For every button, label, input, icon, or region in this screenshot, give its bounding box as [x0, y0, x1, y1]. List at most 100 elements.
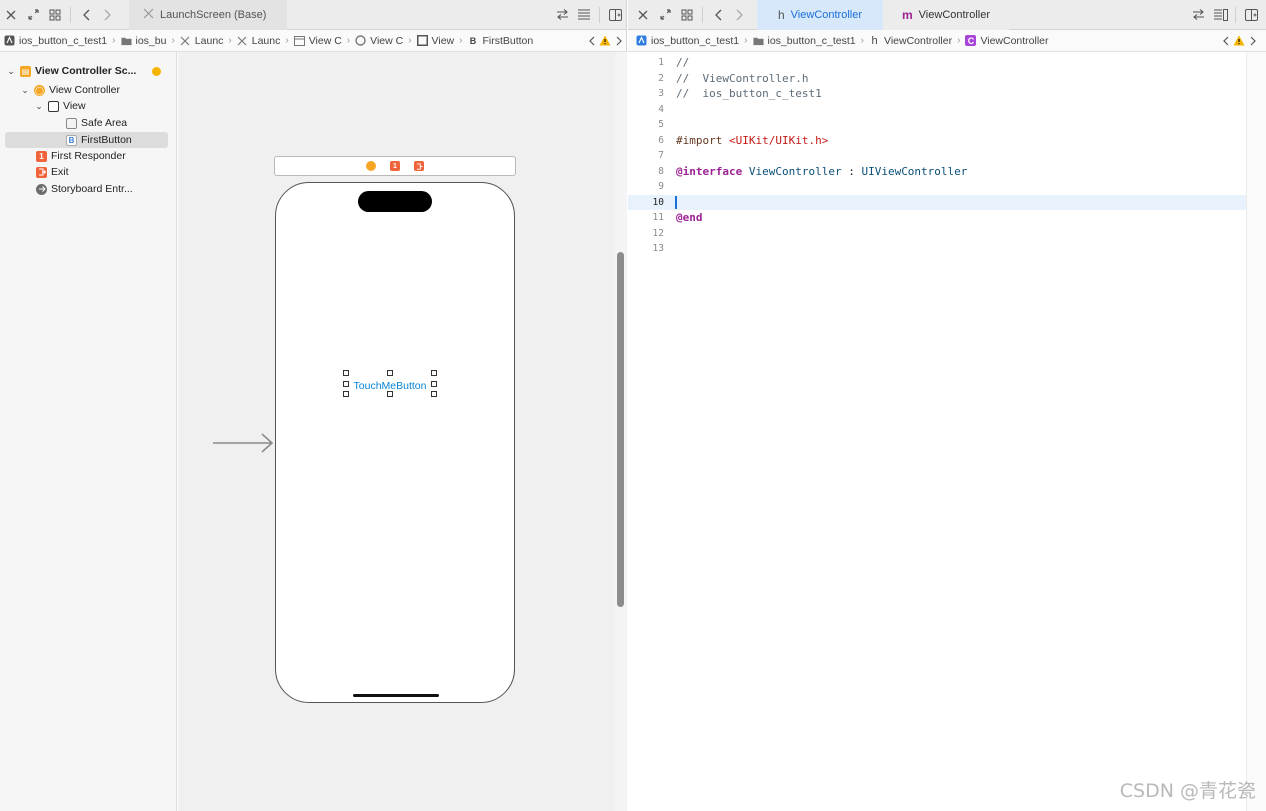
crumb-chevron-icon: ›: [860, 35, 864, 46]
crumb-folder[interactable]: ios_button_c_test1: [750, 35, 859, 47]
first-responder-icon: 1: [36, 150, 47, 162]
source-text-view[interactable]: 1 // 2 // ViewController.h 3 // ios_butt…: [628, 52, 1246, 811]
current-code-line[interactable]: 10: [628, 194, 1246, 210]
crumb-project[interactable]: ios_button_c_test1: [628, 35, 742, 47]
crumb-header-file[interactable]: h ViewController: [866, 35, 955, 47]
interface-builder-canvas[interactable]: 1 TouchMeButton: [178, 52, 615, 811]
scene-icon: ▤: [20, 65, 31, 77]
swap-arrows-icon[interactable]: [551, 4, 573, 26]
code-line[interactable]: 12: [628, 226, 1246, 242]
iphone-scene-view[interactable]: TouchMeButton: [275, 182, 515, 703]
code-line[interactable]: 6 #import <UIKit/UIKit.h>: [628, 133, 1246, 149]
back-chevron-icon[interactable]: [75, 4, 97, 26]
crumb-label: ios_button_c_test1: [19, 34, 108, 47]
related-items-grid-icon[interactable]: [44, 4, 66, 26]
disclosure-chevron-icon[interactable]: ⌄: [35, 100, 43, 111]
view-controller-icon[interactable]: [366, 161, 376, 171]
crumb-folder[interactable]: ios_bu: [118, 35, 170, 47]
crumb-label: Launc: [194, 34, 224, 47]
watermark: CSDN @青花瓷: [1119, 780, 1256, 802]
crumb-label: View C: [308, 34, 342, 47]
view-controller-icon: ◯: [34, 84, 45, 96]
tab-launchscreen[interactable]: LaunchScreen (Base): [129, 0, 287, 30]
import-path: <UIKit/UIKit.h>: [728, 133, 829, 147]
keyword: @interface: [676, 164, 743, 178]
touch-me-button[interactable]: TouchMeButton: [346, 376, 434, 396]
crumb-label: ios_bu: [135, 34, 167, 47]
crumb-class[interactable]: C ViewController: [962, 35, 1051, 47]
storyboard-entry-arrow-icon[interactable]: [212, 432, 274, 454]
add-editor-icon[interactable]: [604, 4, 626, 26]
resize-handle[interactable]: [431, 370, 437, 376]
editor-options-icon[interactable]: [1209, 4, 1231, 26]
code-line[interactable]: 1 //: [628, 55, 1246, 71]
issue-back-chevron-icon[interactable]: [1218, 30, 1232, 51]
code-vertical-scrollbar[interactable]: [1246, 52, 1266, 811]
issue-forward-chevron-icon[interactable]: [612, 30, 626, 51]
canvas-vertical-scrollbar[interactable]: [615, 52, 627, 811]
code-line[interactable]: 7: [628, 148, 1246, 164]
toolbar-separator: [1235, 6, 1236, 23]
add-editor-icon[interactable]: [1240, 4, 1262, 26]
code-line[interactable]: 13: [628, 241, 1246, 257]
code-line[interactable]: 4: [628, 102, 1246, 118]
crumb-scene[interactable]: View C: [291, 35, 345, 47]
resize-handle[interactable]: [343, 381, 349, 387]
resize-handle[interactable]: [343, 391, 349, 397]
crumb-launch-file[interactable]: Launc: [177, 35, 227, 47]
related-items-grid-icon[interactable]: [676, 4, 698, 26]
crumb-launch-base[interactable]: Launc: [234, 35, 284, 47]
code-line[interactable]: 3 // ios_button_c_test1: [628, 86, 1246, 102]
code-line[interactable]: 9: [628, 179, 1246, 195]
preprocessor-directive: #import: [676, 133, 729, 147]
tab-viewcontroller-h[interactable]: h ViewController: [757, 0, 883, 30]
tab-label: LaunchScreen (Base): [160, 8, 267, 21]
disclosure-chevron-icon[interactable]: ⌄: [21, 84, 29, 95]
resize-handle[interactable]: [431, 381, 437, 387]
code-line[interactable]: 11 @end: [628, 210, 1246, 226]
outline-item-first-responder[interactable]: 1 First Responder: [32, 148, 172, 164]
outline-item-exit[interactable]: Exit: [32, 164, 172, 180]
scrollbar-thumb[interactable]: [617, 252, 624, 607]
code-line[interactable]: 8 @interface ViewController : UIViewCont…: [628, 164, 1246, 180]
expand-icon[interactable]: [654, 4, 676, 26]
expand-icon[interactable]: [22, 4, 44, 26]
outline-item-safe-area[interactable]: Safe Area: [62, 115, 162, 131]
close-icon[interactable]: [632, 4, 654, 26]
crumb-view[interactable]: View: [414, 35, 458, 47]
back-chevron-icon[interactable]: [707, 4, 729, 26]
exit-icon[interactable]: [414, 161, 424, 171]
warning-icon[interactable]: [598, 30, 612, 51]
issue-forward-chevron-icon[interactable]: [1246, 30, 1260, 51]
forward-chevron-icon[interactable]: [97, 4, 119, 26]
resize-handle[interactable]: [343, 370, 349, 376]
resize-handle[interactable]: [387, 391, 393, 397]
resize-handle[interactable]: [387, 370, 393, 376]
outline-item-view[interactable]: ⌄ View: [34, 98, 164, 114]
toolbar-separator: [702, 6, 703, 23]
outline-item-storyboard-entry[interactable]: Storyboard Entr...: [32, 181, 172, 197]
close-icon[interactable]: [0, 4, 22, 26]
crumb-view-controller[interactable]: View C: [352, 35, 406, 47]
code-line[interactable]: 5: [628, 117, 1246, 133]
outline-item-view-controller[interactable]: ⌄ ◯ View Controller: [20, 82, 170, 98]
folder-icon: [120, 35, 132, 46]
resize-handle[interactable]: [431, 391, 437, 397]
disclosure-chevron-icon[interactable]: ⌄: [7, 65, 15, 76]
outline-item-first-button[interactable]: B FirstButton: [5, 132, 168, 148]
swap-arrows-icon[interactable]: [1187, 4, 1209, 26]
code-editor: h ViewController m ViewController ios_bu…: [628, 0, 1266, 811]
code-line[interactable]: 2 // ViewController.h: [628, 71, 1246, 87]
crumb-first-button[interactable]: B FirstButton: [464, 35, 536, 47]
issue-back-chevron-icon[interactable]: [584, 30, 598, 51]
tab-viewcontroller-m[interactable]: m ViewController: [883, 0, 1009, 30]
storyboard-file-icon: [143, 8, 154, 22]
editor-options-icon[interactable]: [573, 4, 595, 26]
warning-icon[interactable]: [1232, 30, 1246, 51]
first-responder-icon[interactable]: 1: [390, 161, 400, 171]
outline-item-scene[interactable]: ⌄ ▤ View Controller Sc...: [6, 63, 171, 79]
forward-chevron-icon[interactable]: [729, 4, 751, 26]
right-tab-bar: h ViewController m ViewController: [628, 0, 1266, 30]
line-number: 5: [658, 119, 664, 131]
crumb-project[interactable]: ios_button_c_test1: [0, 35, 110, 47]
